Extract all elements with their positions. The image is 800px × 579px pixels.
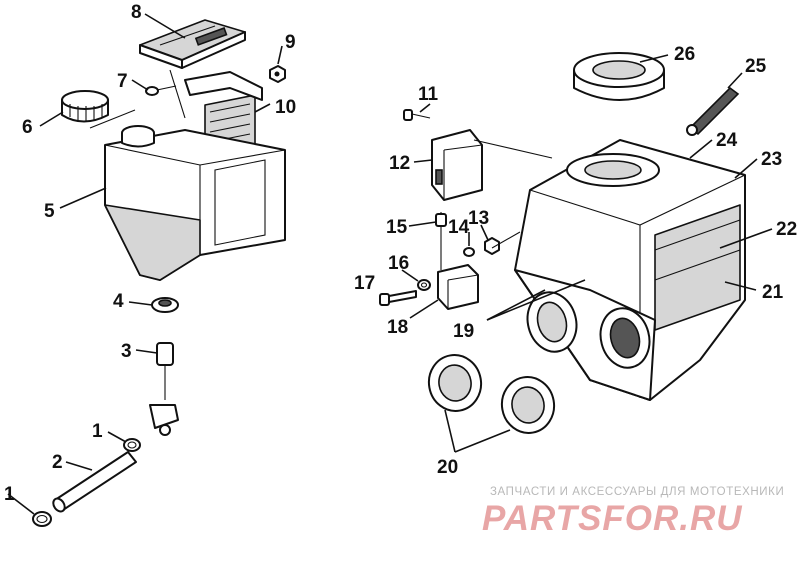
- callout-13: 13: [468, 208, 489, 229]
- watermark-logo-text: PARTSFOR.RU: [482, 499, 743, 538]
- callout-1-lower: 1: [4, 484, 15, 505]
- callout-10: 10: [275, 97, 296, 118]
- part-5-oil-tank: [104, 125, 286, 281]
- part-2-hose: [52, 451, 137, 513]
- part-1-clamp-upper: [123, 438, 141, 452]
- callout-6: 6: [22, 117, 33, 138]
- part-8-tank-cover: [139, 19, 246, 69]
- callout-21: 21: [762, 282, 784, 303]
- watermark-caption: ЗАПЧАСТИ И АКСЕССУАРЫ ДЛЯ МОТОТЕХНИКИ: [490, 486, 785, 498]
- callout-labels: 1 1 2 3 4 5 6 7 8 9 10 11 12 13 14 15 16…: [4, 2, 797, 505]
- callout-17: 17: [354, 273, 375, 294]
- part-16-washer: [417, 279, 431, 291]
- callout-2: 2: [52, 452, 63, 473]
- callout-3: 3: [121, 341, 132, 362]
- callout-24: 24: [716, 130, 738, 151]
- part-4-grommet: [151, 297, 179, 313]
- oil-tank-assembly: [7, 13, 286, 527]
- callout-8: 8: [131, 2, 142, 23]
- part-7-screw: [145, 85, 177, 96]
- callout-5: 5: [44, 201, 55, 222]
- callout-16: 16: [388, 253, 409, 274]
- callout-20: 20: [437, 457, 458, 478]
- part-1-clamp-lower: [32, 511, 52, 527]
- part-9-nut: [269, 65, 286, 83]
- callout-23: 23: [761, 149, 782, 170]
- callout-11: 11: [418, 84, 439, 105]
- callout-14: 14: [448, 217, 470, 238]
- part-19-inlet-ports: [514, 269, 656, 401]
- callout-1-upper: 1: [92, 421, 103, 442]
- callout-19: 19: [453, 321, 474, 342]
- part-20-boot-left: [427, 354, 483, 412]
- callout-25: 25: [745, 56, 767, 77]
- part-15-rod: [435, 212, 447, 270]
- callout-12: 12: [389, 153, 410, 174]
- part-20-boot-right: [500, 376, 556, 434]
- part-11-bolt: [403, 109, 431, 121]
- part-6-filler-cap: [61, 90, 109, 123]
- part-18-coil: [437, 264, 479, 310]
- callout-7: 7: [117, 71, 128, 92]
- watermark-logo: PARTSFOR.RU: [482, 499, 743, 538]
- part-17-bolt: [379, 290, 417, 306]
- part-13-nut: [484, 237, 500, 255]
- callout-18: 18: [387, 317, 408, 338]
- callout-22: 22: [776, 219, 797, 240]
- part-14-washer: [463, 247, 475, 257]
- part-12-module: [431, 129, 483, 201]
- callout-9: 9: [285, 32, 296, 53]
- callout-26: 26: [674, 44, 695, 65]
- part-25-strap: [686, 86, 740, 136]
- airbox-assembly: [379, 52, 773, 453]
- callout-4: 4: [113, 291, 124, 312]
- callout-15: 15: [386, 217, 408, 238]
- part-3-fitting: [149, 342, 179, 436]
